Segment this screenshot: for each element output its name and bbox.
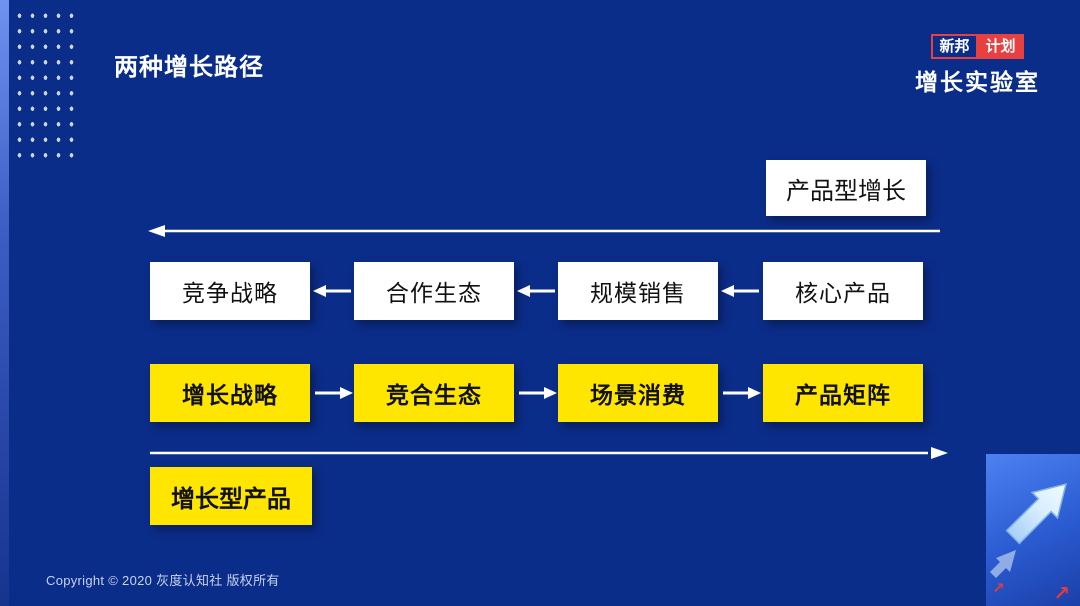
long-arrow-left-icon bbox=[148, 225, 940, 237]
flow-arrow-left-icon bbox=[721, 285, 759, 297]
flow-box-competition-strategy: 竞争战略 bbox=[150, 262, 310, 320]
growth-path-label: 增长型产品 bbox=[150, 467, 312, 525]
copyright-text: Copyright © 2020 灰度认知社 版权所有 bbox=[46, 573, 280, 588]
flow-box-scale-sales: 规模销售 bbox=[558, 262, 718, 320]
brand-logo-subtitle: 增长实验室 bbox=[915, 69, 1040, 95]
page-title: 两种增长路径 bbox=[114, 54, 264, 81]
flow-arrow-right-icon bbox=[723, 387, 761, 399]
small-red-arrow-icon: ↗ bbox=[1053, 583, 1070, 605]
small-red-arrow-icon: ↗ bbox=[992, 580, 1005, 597]
brand-logo-name-right: 计划 bbox=[977, 34, 1024, 59]
flow-box-core-product: 核心产品 bbox=[763, 262, 923, 320]
long-arrow-right-icon bbox=[150, 447, 948, 459]
flow-box-cooperation-ecosystem: 合作生态 bbox=[354, 262, 514, 320]
flow-box-product-matrix: 产品矩阵 bbox=[763, 364, 923, 422]
flow-arrow-left-icon bbox=[517, 285, 555, 297]
left-edge-accent bbox=[0, 0, 9, 606]
flow-box-growth-strategy: 增长战略 bbox=[150, 364, 310, 422]
big-up-right-arrow-icon bbox=[990, 482, 1068, 578]
growth-arrow-artwork: ↗ ↗ bbox=[986, 454, 1080, 606]
product-path-label: 产品型增长 bbox=[766, 160, 926, 216]
flow-box-scene-consumption: 场景消费 bbox=[558, 364, 718, 422]
brand-logo-wordmark: 新邦 计划 bbox=[931, 34, 1024, 59]
flow-arrow-left-icon bbox=[313, 285, 351, 297]
flow-arrow-right-icon bbox=[519, 387, 557, 399]
flow-arrow-right-icon bbox=[315, 387, 353, 399]
brand-logo: 新邦 计划 增长实验室 bbox=[915, 34, 1040, 97]
flow-box-coopetition-ecosystem: 竞合生态 bbox=[354, 364, 514, 422]
dot-grid-decoration bbox=[13, 8, 79, 160]
brand-logo-name-left: 新邦 bbox=[931, 34, 978, 59]
